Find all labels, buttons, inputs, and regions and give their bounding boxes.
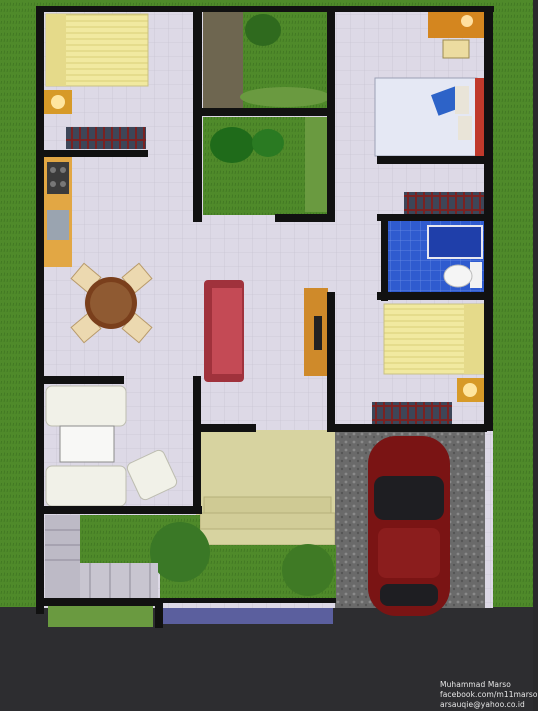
lamp-top-left — [44, 90, 72, 114]
step-1 — [203, 496, 332, 514]
entry-stairs — [45, 515, 158, 605]
lamp-middle-right — [457, 378, 484, 402]
side-table-top-right — [428, 12, 484, 38]
credit-email: arsauqie@yahoo.co.id — [440, 700, 525, 709]
tv-cabinet — [304, 288, 328, 376]
guest-room-sofa-set — [45, 385, 178, 507]
shrub — [245, 14, 281, 46]
bed-top-left — [45, 13, 149, 87]
sofa-red — [204, 280, 244, 382]
dining-set — [70, 262, 153, 344]
toilet — [443, 262, 482, 288]
credit-name: Muhammad Marso — [440, 680, 511, 689]
shower-tray — [427, 225, 483, 259]
stool — [442, 39, 470, 59]
credit-facebook: facebook.com/m11marso — [440, 690, 538, 699]
bed-middle-right — [383, 303, 485, 375]
flower-bed-front-left — [48, 605, 153, 627]
courtyard-paving — [203, 12, 243, 110]
bed-top-right — [374, 77, 484, 157]
palm-plant — [210, 127, 284, 163]
wardrobe-middle-right — [372, 402, 452, 424]
step-2 — [199, 512, 336, 530]
kitchen-counter — [44, 157, 72, 267]
car — [368, 436, 450, 616]
walls — [36, 6, 494, 628]
flower-bed — [240, 87, 330, 107]
front-shrub — [282, 544, 334, 596]
wardrobe-top-right — [404, 192, 484, 214]
step-3 — [199, 528, 336, 546]
hedge-right — [305, 117, 330, 212]
front-tree — [150, 522, 210, 582]
wardrobe-top-left — [66, 127, 146, 149]
flower-bed-front — [163, 608, 333, 624]
